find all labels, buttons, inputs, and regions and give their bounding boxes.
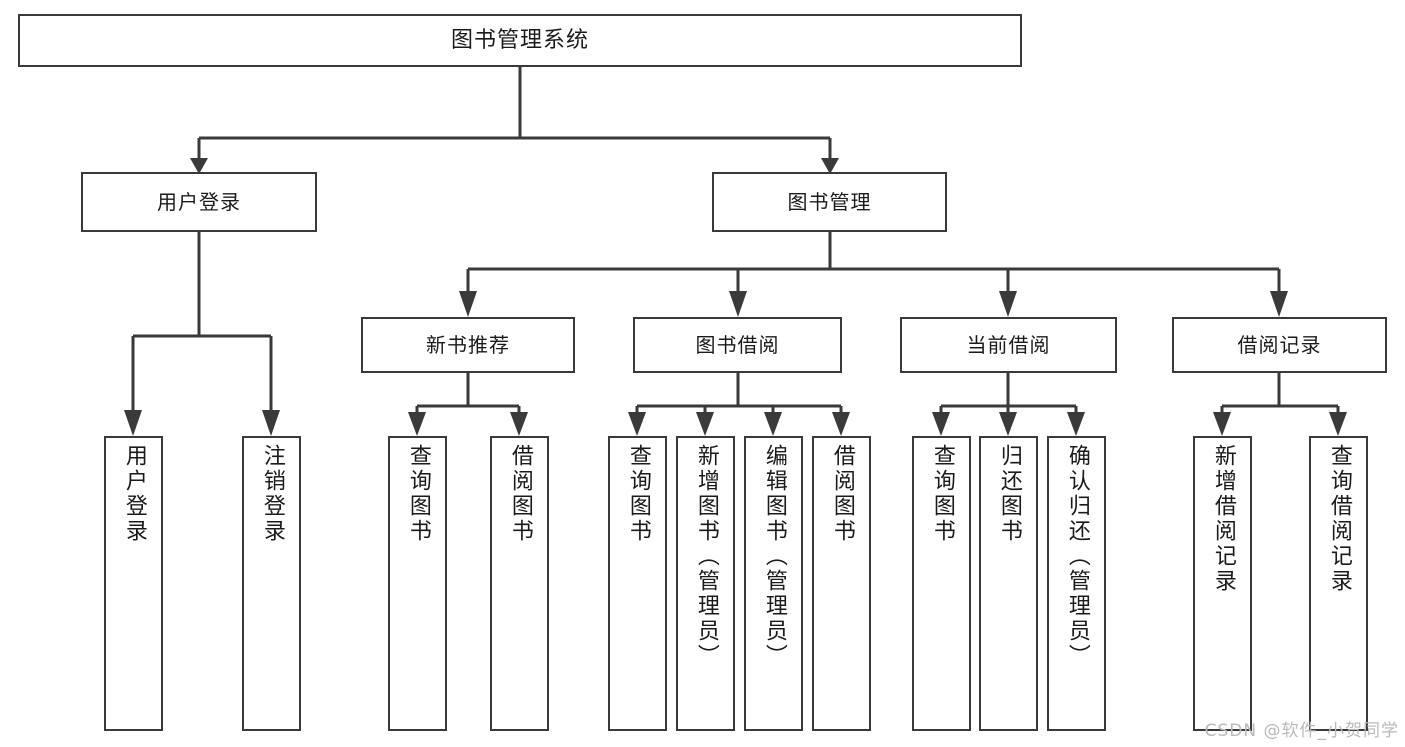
node-book-management[interactable]: 图书管理 <box>712 172 947 232</box>
node-user-login[interactable]: 用户登录 <box>81 172 317 232</box>
leaf-new-book-borrow[interactable]: 借阅图书 <box>490 436 549 731</box>
node-label: 新增图书（管理员） <box>693 444 719 669</box>
node-label: 注销登录 <box>259 444 285 544</box>
node-label: 归还图书 <box>996 444 1022 544</box>
node-label: 借阅记录 <box>1237 332 1322 357</box>
node-book-borrow[interactable]: 图书借阅 <box>633 317 842 373</box>
node-label: 图书管理系统 <box>450 27 589 53</box>
node-label: 查询图书 <box>405 444 431 544</box>
leaf-book-borrow-edit[interactable]: 编辑图书（管理员） <box>744 436 803 731</box>
leaf-current-borrow-confirm-return[interactable]: 确认归还（管理员） <box>1047 436 1106 731</box>
leaf-borrow-record-add[interactable]: 新增借阅记录 <box>1193 436 1252 731</box>
node-current-borrow[interactable]: 当前借阅 <box>900 317 1117 373</box>
leaf-borrow-record-query[interactable]: 查询借阅记录 <box>1309 436 1368 731</box>
node-label: 确认归还（管理员） <box>1064 444 1090 669</box>
node-label: 图书借阅 <box>695 332 780 357</box>
node-label: 查询图书 <box>929 444 955 544</box>
leaf-book-borrow-borrow[interactable]: 借阅图书 <box>812 436 871 731</box>
node-label: 图书管理 <box>787 189 872 214</box>
node-label: 查询借阅记录 <box>1326 444 1352 594</box>
leaf-current-borrow-query[interactable]: 查询图书 <box>912 436 971 731</box>
leaf-user-login-signout[interactable]: 注销登录 <box>242 436 301 731</box>
node-label: 借阅图书 <box>507 444 533 544</box>
node-label: 当前借阅 <box>966 332 1051 357</box>
leaf-user-login-signin[interactable]: 用户登录 <box>104 436 163 731</box>
node-label: 借阅图书 <box>829 444 855 544</box>
node-borrow-record[interactable]: 借阅记录 <box>1172 317 1387 373</box>
leaf-new-book-query[interactable]: 查询图书 <box>388 436 447 731</box>
node-label: 查询图书 <box>625 444 651 544</box>
node-label: 新书推荐 <box>426 332 510 357</box>
node-root-system[interactable]: 图书管理系统 <box>18 14 1022 67</box>
node-label: 用户登录 <box>121 444 147 544</box>
node-label: 编辑图书（管理员） <box>761 444 787 669</box>
node-label: 新增借阅记录 <box>1210 444 1236 594</box>
node-label: 用户登录 <box>157 189 241 214</box>
leaf-current-borrow-return[interactable]: 归还图书 <box>979 436 1038 731</box>
leaf-book-borrow-query[interactable]: 查询图书 <box>608 436 667 731</box>
leaf-book-borrow-add[interactable]: 新增图书（管理员） <box>676 436 735 731</box>
node-new-book-recommend[interactable]: 新书推荐 <box>361 317 575 373</box>
